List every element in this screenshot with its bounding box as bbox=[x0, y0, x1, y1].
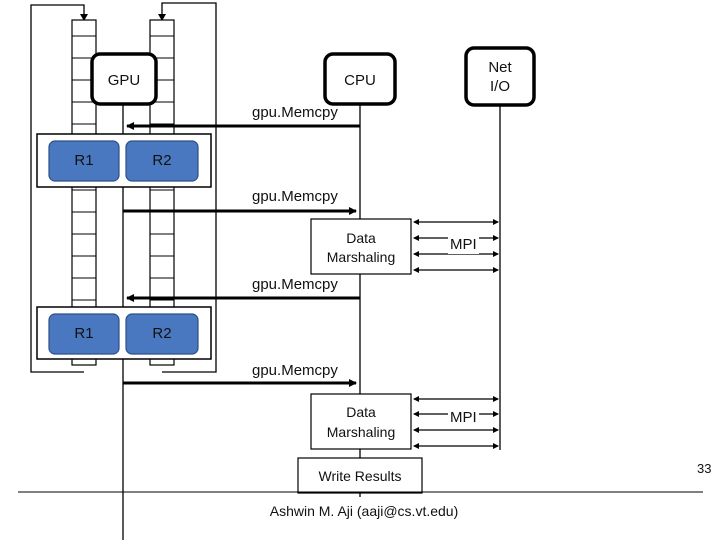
memcpy-label-3: gpu.Memcpy bbox=[252, 276, 338, 293]
net-node-label-line2: I/O bbox=[489, 78, 511, 95]
marshaling-1-line1: Data bbox=[346, 230, 376, 246]
gpu-node-box bbox=[90, 52, 158, 106]
right-loop-path bbox=[161, 2, 217, 373]
kernel-phase1-r2 bbox=[125, 140, 199, 182]
gpu-node-label: GPU bbox=[107, 72, 141, 89]
right-loop-arrowhead bbox=[158, 14, 166, 21]
mpi-label-1: MPI bbox=[448, 236, 479, 254]
kernel-phase1-r1 bbox=[48, 140, 120, 182]
marshaling-box-2 bbox=[310, 393, 412, 450]
page-number: 33 bbox=[697, 461, 712, 476]
memcpy-label-4: gpu.Memcpy bbox=[252, 362, 338, 379]
mpi-label-2: MPI bbox=[448, 409, 479, 427]
kernel-phase2-r2 bbox=[125, 313, 199, 355]
marshaling-2-line1: Data bbox=[346, 404, 376, 420]
kernel-phase1-r2-label: R2 bbox=[152, 152, 172, 169]
left-loop-arrowhead bbox=[80, 14, 88, 21]
kernel-phase2-r1 bbox=[48, 313, 120, 355]
marshaling-1-line2: Marshaling bbox=[326, 249, 396, 265]
left-loop-path bbox=[30, 4, 85, 373]
marshaling-2-line2: Marshaling bbox=[326, 424, 396, 440]
marshaling-box-1 bbox=[310, 218, 412, 275]
memcpy-label-1: gpu.Memcpy bbox=[252, 104, 338, 121]
cpu-node-label: CPU bbox=[344, 72, 376, 89]
footer-author: Ashwin M. Aji (aaji@cs.vt.edu) bbox=[269, 503, 459, 519]
net-node-label-line1: Net bbox=[488, 59, 512, 76]
write-results-label: Write Results bbox=[318, 468, 402, 484]
cpu-node-box bbox=[323, 52, 397, 106]
write-results-box bbox=[297, 457, 423, 494]
kernel-phase1-r1-label: R1 bbox=[74, 152, 94, 169]
kernel-phase2-r1-label: R1 bbox=[74, 325, 94, 342]
net-node-box bbox=[464, 46, 536, 107]
memcpy-label-2: gpu.Memcpy bbox=[252, 188, 338, 205]
kernel-phase2-r2-label: R2 bbox=[152, 325, 172, 342]
